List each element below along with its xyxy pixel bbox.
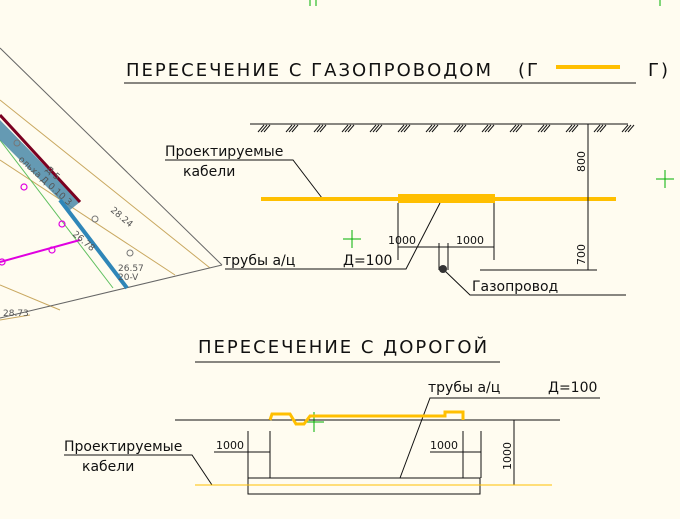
- road-cable-label-2: кабели: [82, 459, 134, 475]
- ground-hatching: [257, 124, 635, 133]
- road-dim-depth: 1000: [501, 442, 514, 470]
- elevation-3: 26.57: [118, 264, 144, 274]
- road-dim-right: 1000: [430, 439, 458, 452]
- pipe-sleeve: [398, 194, 495, 203]
- legend-right: Г): [648, 60, 670, 81]
- road-pipes-diameter: Д=100: [548, 380, 597, 396]
- road-cable: [268, 410, 465, 426]
- elevation-5: 28.73: [3, 309, 29, 319]
- cable-label-2: кабели: [183, 164, 235, 180]
- dim-left: 1000: [388, 234, 416, 247]
- road-pipes-label: трубы а/ц: [428, 380, 500, 396]
- pipes-label: трубы а/ц: [223, 253, 295, 269]
- pipes-diameter: Д=100: [343, 253, 392, 269]
- dim-right: 1000: [456, 234, 484, 247]
- gas-pipe-label: Газопровод: [472, 279, 558, 295]
- site-plan-fragment: ольха Д 5 Д 0.10 3 28.24 26.78 26.57 20-…: [0, 47, 223, 321]
- gas-section-title: ПЕРЕСЕЧЕНИЕ С ГАЗОПРОВОДОМ: [126, 60, 493, 81]
- elevation-1: 28.24: [108, 206, 134, 230]
- elevation-4: 20-V: [118, 273, 139, 283]
- road-cable-label: Проектируемые: [64, 439, 182, 455]
- dim-depth: 800: [575, 151, 588, 172]
- road-section-title: ПЕРЕСЕЧЕНИЕ С ДОРОГОЙ: [198, 336, 489, 358]
- dim-lower: 700: [575, 244, 588, 265]
- legend-left: (Г: [518, 60, 540, 81]
- crosshair-marks: [305, 0, 674, 432]
- cable-label: Проектируемые: [165, 144, 283, 160]
- road-dim-left: 1000: [216, 439, 244, 452]
- gas-pipe-symbol: [439, 265, 447, 273]
